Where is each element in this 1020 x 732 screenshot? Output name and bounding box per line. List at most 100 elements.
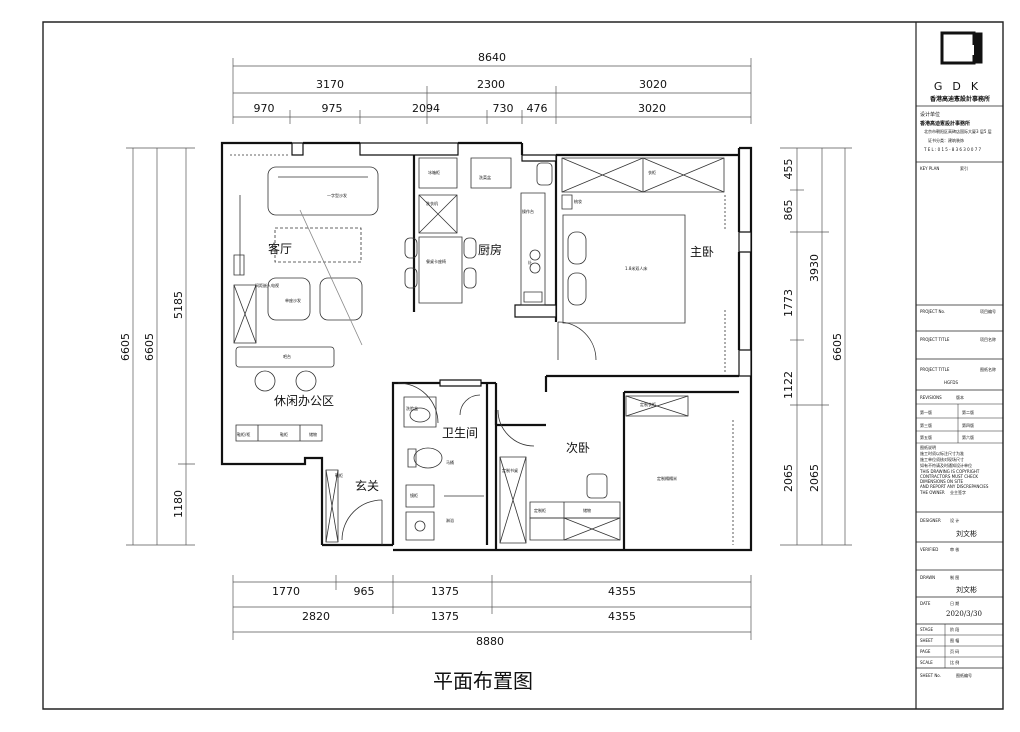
label-ward2: 定制衣柜 — [640, 401, 656, 407]
revisions-cn: 版本 — [956, 394, 964, 400]
project-code: HGFDS — [944, 380, 958, 385]
firm-address: 北京市朝阳区高碑店国际大厦3 层5 层 — [924, 128, 992, 134]
dim-right-inner-5: 2065 — [782, 464, 795, 492]
dim-top-row3-2: 975 — [322, 102, 343, 115]
dim-left-outer-1: 6605 — [119, 333, 132, 361]
dim-top-row3-6: 3020 — [638, 102, 666, 115]
dim-bottom-row1-3: 1375 — [431, 585, 459, 598]
key-plan-cn: 索引 — [960, 165, 968, 171]
date: DATE — [920, 601, 931, 606]
designer: DESIGNER — [920, 518, 941, 523]
label-study: 定制书桌 — [502, 467, 518, 473]
dim-bottom-row1-4: 4355 — [608, 585, 636, 598]
owner: THE OWNER — [919, 490, 945, 495]
drawing-title: 平面布置图 — [433, 669, 533, 693]
label-bed2: 定制榻榻米 — [657, 475, 677, 481]
design-unit-label: 设计单位 — [920, 111, 940, 118]
second-bedroom-furniture — [498, 396, 733, 545]
dim-right-inner-2: 865 — [782, 200, 795, 221]
dim-bottom-total: 8880 — [476, 635, 504, 648]
dim-left-outer-2: 6605 — [143, 333, 156, 361]
dim-right-inner-1: 455 — [782, 159, 795, 180]
dim-top-row3-3: 2094 — [412, 102, 440, 115]
verified: VERIFIED — [920, 547, 938, 552]
rev-2b: 第四版 — [962, 422, 974, 428]
dim-bottom-row2-1: 2820 — [302, 610, 330, 623]
dim-right-mid-1: 3930 — [808, 254, 821, 282]
label-entrance-cab: 鞋柜 — [335, 472, 343, 478]
label-prep: 操作台 — [522, 208, 534, 214]
stage-cn: 阶 段 — [950, 626, 959, 632]
top-dimensions — [233, 58, 751, 124]
owner-cn: 业主签字 — [950, 489, 966, 495]
label-wash-basin: 洗脸盆 — [406, 405, 418, 411]
title-block: GDK 香港高迪愙設計事務所 设计单位 香港高迪愙設計事務所 北京市朝阳区高碑店… — [916, 33, 1003, 678]
room-label-entrance: 玄关 — [355, 478, 379, 493]
sheet-no-cn: 图纸编号 — [956, 672, 972, 678]
rev-2a: 第三版 — [920, 422, 932, 428]
logo-letters: GDK — [934, 80, 988, 93]
label-mirror: 镜柜 — [410, 492, 418, 498]
room-label-kitchen: 厨房 — [478, 242, 502, 257]
project-title2: PROJECT TITLE — [920, 367, 950, 372]
dim-top-total: 8640 — [478, 51, 506, 64]
scale-cn: 比 例 — [950, 659, 959, 665]
rev-3a: 第五版 — [920, 434, 932, 440]
room-label-bathroom: 卫生间 — [442, 426, 478, 440]
notice-cn-1: 图纸说明 — [920, 444, 936, 450]
rev-1b: 第二版 — [962, 409, 974, 415]
dim-bottom-row2-3: 4355 — [608, 610, 636, 623]
notice-en-2: CONTRACTORS MUST CHECK — [920, 474, 978, 479]
label-shoe1: 鞋柜/柜 — [237, 431, 250, 437]
drawn: DRAWN — [920, 575, 935, 580]
label-stove: 灶 — [528, 259, 532, 265]
dim-right-mid-2: 2065 — [808, 464, 821, 492]
notice-en-4: AND REPORT ANY DISCREPANCIES — [920, 484, 989, 489]
page-cn: 页 码 — [950, 648, 959, 654]
bar-counter — [236, 347, 334, 367]
designer-cn: 设 计 — [950, 517, 959, 523]
armchair-1 — [268, 278, 310, 320]
label-dining: 餐桌卡座椅 — [426, 258, 446, 264]
label-tv-wall: 间距嵌入电视 — [255, 282, 279, 288]
project-title: PROJECT TITLE — [920, 337, 950, 342]
room-label-master: 主卧 — [690, 245, 714, 259]
room-label-living: 客厅 — [268, 241, 292, 256]
project-no: PROJECT No. — [920, 309, 945, 314]
label-shelf: 定制柜 — [534, 507, 546, 513]
bathroom-furniture — [398, 383, 484, 540]
firm-cert: 证书分类：建筑装饰 — [928, 137, 964, 143]
rev-1a: 第一版 — [920, 409, 932, 415]
verified-cn: 审 核 — [950, 546, 959, 552]
firm-logo — [942, 33, 982, 63]
project-title2-cn: 图纸名称 — [980, 366, 996, 372]
label-wardrobe-top: 衣柜 — [648, 169, 656, 175]
dim-right-total: 6605 — [831, 333, 844, 361]
firm-tel: T E L : 0 1 5 - 8 3 6 3 0 0 7 7 — [923, 147, 982, 152]
dim-bottom-row1-2: 965 — [354, 585, 375, 598]
label-storage: 储物 — [583, 507, 591, 513]
room-label-office: 休闲办公区 — [274, 393, 334, 408]
dim-top-row3-4: 730 — [493, 102, 514, 115]
notice-cn-3: 施工单位须核对现场尺寸 — [920, 456, 964, 462]
scale: SCALE — [920, 660, 933, 665]
right-dimensions — [780, 148, 852, 545]
wall-blocks — [292, 143, 751, 386]
label-shower: 淋浴 — [446, 517, 454, 523]
dim-top-row3-5: 476 — [527, 102, 548, 115]
dim-right-inner-4: 1122 — [782, 371, 795, 399]
design-unit-value: 香港高迪愙設計事務所 — [919, 120, 970, 127]
rev-3b: 第六版 — [962, 434, 974, 440]
project-no-cn: 项目编号 — [980, 308, 996, 314]
label-shoe3: 储物 — [309, 431, 317, 437]
sofa — [268, 167, 378, 215]
sheet-border — [43, 22, 1003, 709]
drawn-name: 刘文彬 — [956, 585, 977, 594]
notice-en-3: DIMENSIONS ON SITE — [920, 479, 963, 484]
dim-top-row3-1: 970 — [254, 102, 275, 115]
dim-top-row2-2: 2300 — [477, 78, 505, 91]
label-sink: 洗菜盆 — [479, 174, 491, 180]
master-bedroom-furniture — [558, 158, 725, 372]
notice-cn-2: 施工时须以标注尺寸为准 — [920, 450, 964, 456]
